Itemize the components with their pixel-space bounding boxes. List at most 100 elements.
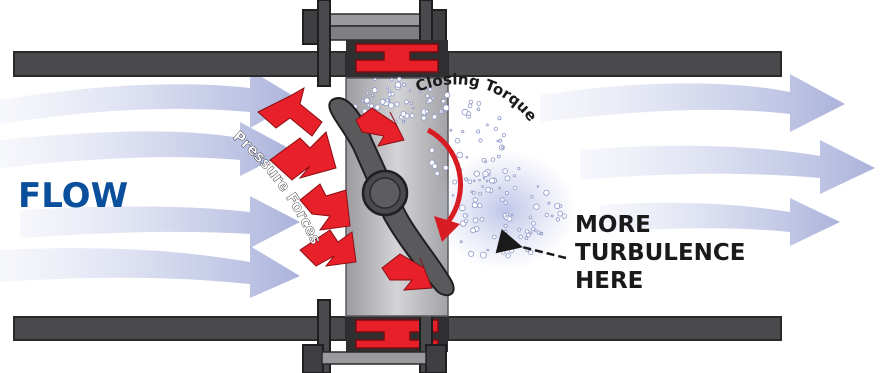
- turbulence-bubble: [453, 180, 457, 184]
- upper-pipe-wall-left: [14, 52, 346, 76]
- turbulence-bubble: [477, 108, 480, 111]
- turbulence-bubble: [395, 82, 401, 88]
- turbulence-bubble: [371, 95, 373, 97]
- turbulence-bubble: [472, 203, 477, 208]
- turbulence-bubble: [483, 178, 485, 180]
- turbulence-bubble: [518, 228, 521, 231]
- turbulence-bubble: [505, 176, 510, 181]
- turbulence-bubble: [432, 97, 435, 100]
- turbulence-bubble: [452, 195, 454, 197]
- turbulence-bubble: [497, 155, 500, 158]
- turbulence-bubble: [404, 100, 408, 104]
- turbulence-bubble: [505, 234, 507, 236]
- turbulence-bubble: [432, 115, 437, 120]
- turbulence-bubble: [534, 229, 536, 231]
- lower-pipe-wall-left: [14, 317, 346, 340]
- turbulence-bubble: [499, 187, 501, 189]
- turbulence-bubble: [480, 218, 484, 222]
- turbulence-bubble: [432, 164, 437, 169]
- turbulence-bubble: [425, 110, 428, 113]
- flow-label: FLOW: [18, 176, 128, 216]
- turbulence-bubble: [502, 133, 505, 136]
- turbulence-bubble: [485, 161, 487, 163]
- turbulence-bubble: [488, 174, 490, 176]
- turbulence-bubble: [480, 252, 486, 258]
- turbulence-bubble: [490, 178, 495, 183]
- turbulence-bubble: [380, 99, 385, 104]
- turbulence-bubble: [473, 180, 475, 182]
- turbulence-bubble: [370, 104, 374, 108]
- turbulence-bubble: [455, 138, 460, 143]
- turbulence-bubble: [389, 103, 394, 108]
- turbulence-bubble: [460, 241, 462, 243]
- turbulence-bubble: [518, 167, 520, 169]
- turbulence-bubble: [467, 112, 471, 116]
- flow-arrow-icon: [580, 140, 875, 194]
- turbulence-bubble: [450, 129, 452, 131]
- turbulence-bubble: [529, 250, 533, 254]
- turbulence-bubble: [401, 112, 406, 117]
- turbulence-bubble: [364, 98, 369, 103]
- turbulence-bubble: [506, 254, 510, 258]
- turbulence-label-line-3: HERE: [575, 268, 643, 294]
- turbulence-bubble: [477, 102, 481, 106]
- turbulence-bubble: [471, 191, 473, 193]
- turbulence-bubble: [366, 92, 368, 94]
- turbulence-bubble: [409, 90, 411, 92]
- turbulence-bubble: [514, 187, 517, 190]
- turbulence-bubble: [463, 214, 467, 218]
- turbulence-bubble: [410, 114, 414, 118]
- turbulence-bubble: [499, 139, 502, 142]
- turbulence-bubble: [551, 215, 553, 217]
- turbulence-bubble: [430, 148, 435, 153]
- turbulence-bubble: [501, 147, 503, 149]
- turbulence-bubble: [465, 178, 468, 181]
- turbulence-bubble: [422, 116, 427, 121]
- turbulence-bubble: [527, 233, 531, 237]
- turbulence-bubble: [395, 102, 399, 106]
- turbulence-bubble: [559, 205, 562, 208]
- turbulence-bubble: [441, 111, 444, 114]
- turbulence-bubble: [413, 107, 415, 109]
- turbulence-bubble: [504, 230, 507, 233]
- turbulence-bubble: [445, 92, 450, 97]
- turbulence-bubble: [464, 220, 467, 223]
- turbulence-bubble: [487, 249, 489, 251]
- turbulence-bubble: [466, 156, 468, 158]
- turbulence-bubble: [479, 139, 482, 142]
- turbulence-bubble: [388, 93, 391, 96]
- turbulence-bubble: [459, 205, 465, 211]
- turbulence-bubble: [501, 198, 505, 202]
- turbulence-bubble: [390, 78, 393, 81]
- turbulence-bubble: [397, 77, 401, 81]
- turbulence-bubble: [375, 105, 380, 110]
- turbulence-bubble: [468, 104, 472, 108]
- turbulence-bubble: [477, 130, 480, 133]
- flow-arrow-icon: [0, 246, 300, 298]
- turbulence-bubble: [426, 94, 430, 98]
- turbulence-bubble: [534, 204, 539, 209]
- turbulence-bubble: [362, 100, 364, 102]
- turbulence-bubble: [548, 202, 550, 204]
- turbulence-bubble: [513, 175, 515, 177]
- turbulence-bubble: [486, 180, 488, 182]
- turbulence-bubble: [462, 130, 464, 132]
- turbulence-bubble: [503, 169, 508, 174]
- turbulence-bubble: [519, 235, 523, 239]
- turbulence-label-line-1: MORE: [575, 212, 651, 238]
- top-flange: [303, 0, 448, 86]
- turbulence-bubble: [545, 213, 549, 217]
- turbulence-bubble: [506, 213, 509, 216]
- turbulence-bubble: [469, 100, 473, 104]
- turbulence-bubble: [386, 99, 389, 102]
- turbulence-bubble: [530, 232, 532, 234]
- turbulence-bubble: [469, 251, 474, 256]
- turbulence-bubble: [483, 171, 489, 177]
- turbulence-bubble: [525, 237, 528, 240]
- turbulence-bubble: [486, 187, 491, 192]
- turbulence-bubble: [531, 196, 534, 199]
- turbulence-bubble: [510, 249, 514, 253]
- turbulence-bubble: [443, 166, 448, 171]
- turbulence-bubble: [504, 201, 507, 204]
